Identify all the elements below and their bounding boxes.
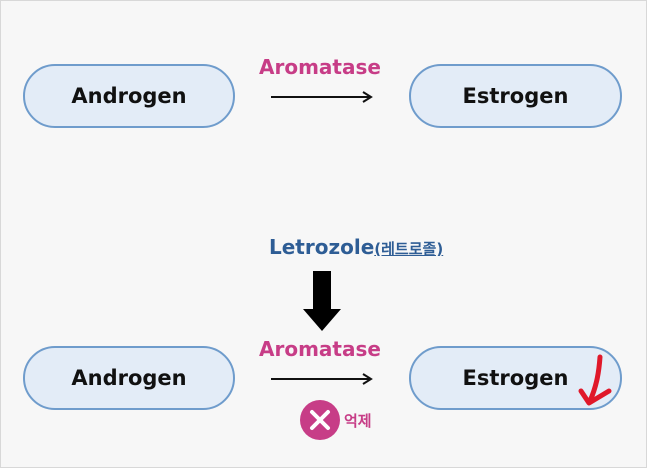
inhibition-marker: 억제: [299, 399, 372, 441]
aromatase-label-bottom: Aromatase: [259, 337, 381, 361]
x-circle-icon: [300, 400, 340, 440]
letrozole-korean-name: (레트로졸): [374, 240, 444, 258]
inhibition-down-arrow: [303, 271, 341, 331]
aromatase-label-top: Aromatase: [259, 55, 381, 79]
androgen-label-bottom: Androgen: [71, 366, 187, 390]
inhibition-label: 억제: [344, 411, 372, 430]
letrozole-name: Letrozole: [269, 235, 375, 259]
estrogen-label-bottom: Estrogen: [462, 366, 569, 390]
decrease-arrow-icon: [578, 354, 612, 406]
estrogen-box-top: Estrogen: [409, 64, 622, 128]
conversion-arrow-bottom: [271, 373, 373, 385]
androgen-label-top: Androgen: [71, 84, 187, 108]
androgen-box-bottom: Androgen: [23, 346, 235, 410]
letrozole-label: Letrozole(레트로졸): [269, 235, 443, 259]
estrogen-label-top: Estrogen: [462, 84, 569, 108]
conversion-arrow-top: [271, 91, 373, 103]
androgen-box-top: Androgen: [23, 64, 235, 128]
